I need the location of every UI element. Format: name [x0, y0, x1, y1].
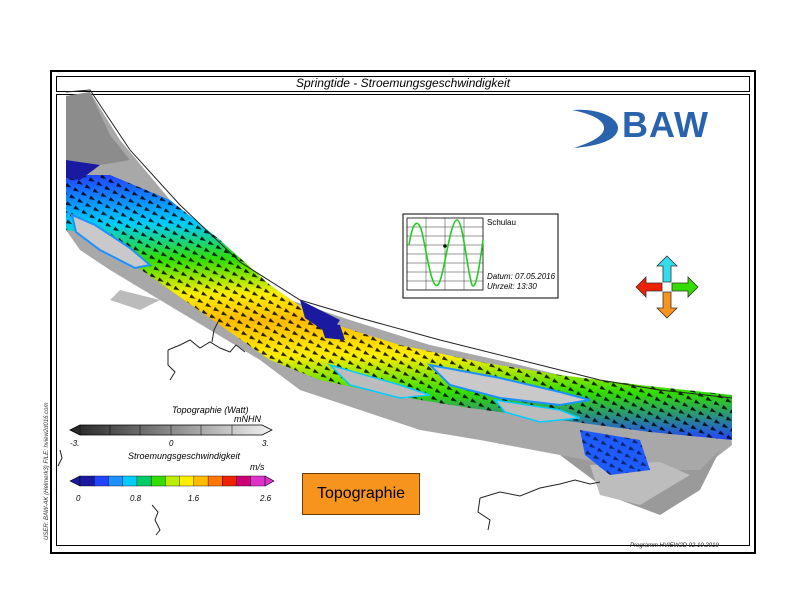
- speed-legend-left-cap: [69, 475, 81, 487]
- topo-tick-max: 3.: [262, 439, 269, 448]
- left-arrow[interactable]: [635, 276, 663, 298]
- speed-legend-swatch: [165, 475, 181, 487]
- speed-legend-swatch: [236, 475, 252, 487]
- speed-legend-swatch: [136, 475, 152, 487]
- speed-tick-3: 2.6: [260, 494, 272, 503]
- topographie-button[interactable]: Topographie: [302, 473, 420, 515]
- speed-legend-swatch: [207, 475, 223, 487]
- footer-program-date: Programm HVIEW2D 02.10.2019: [630, 543, 719, 549]
- topo-legend-title: Topographie (Watt): [172, 405, 249, 415]
- speed-legend-swatch: [179, 475, 195, 487]
- shorelines: [57, 89, 733, 536]
- nav-arrows[interactable]: [635, 255, 699, 319]
- inset-time-label: Uhrzeit: 13:30: [487, 282, 537, 291]
- inset-station-label: Schulau: [487, 218, 516, 227]
- inset-date-label: Datum: 07.05.2016: [487, 272, 556, 281]
- speed-legend-swatch: [250, 475, 266, 487]
- speed-legend-unit: m/s: [250, 462, 265, 472]
- speed-legend-title: Stroemungsgeschwindigkeit: [128, 451, 241, 461]
- islands: [70, 213, 591, 423]
- baw-logo-mark: [572, 109, 618, 148]
- speed-legend-swatch: [108, 475, 124, 487]
- speed-legend-swatch: [222, 475, 238, 487]
- baw-logo-text: BAW: [622, 104, 709, 145]
- speed-tick-0: 0: [76, 494, 81, 503]
- speed-legend-swatch: [193, 475, 209, 487]
- up-arrow[interactable]: [656, 255, 678, 283]
- speed-tick-2: 1.6: [188, 494, 200, 503]
- topo-tick-min: -3.: [70, 439, 80, 448]
- speed-legend-swatch: [150, 475, 166, 487]
- map-canvas: [56, 94, 750, 546]
- speed-legend-right-cap: [264, 475, 275, 487]
- speed-legend-swatch: [94, 475, 109, 487]
- map-title: Springtide - Stroemungsgeschwindigkeit: [56, 76, 750, 92]
- current-time-marker: [443, 244, 447, 248]
- topography-legend: [69, 424, 273, 436]
- outer-frame: [50, 70, 756, 554]
- topo-legend-unit: mNHN: [234, 414, 261, 424]
- down-arrow[interactable]: [656, 291, 678, 319]
- right-arrow[interactable]: [671, 276, 699, 298]
- speed-legend-swatch: [122, 475, 138, 487]
- side-user-file-text: USER: BAW-AK (Helmerk3) FILE: hview2d016…: [44, 402, 50, 541]
- topo-tick-mid: 0: [169, 439, 174, 448]
- speed-legend-swatch: [79, 475, 95, 487]
- speed-tick-1: 0.8: [130, 494, 142, 503]
- speed-legend: [69, 475, 275, 487]
- tide-inset: [402, 213, 559, 299]
